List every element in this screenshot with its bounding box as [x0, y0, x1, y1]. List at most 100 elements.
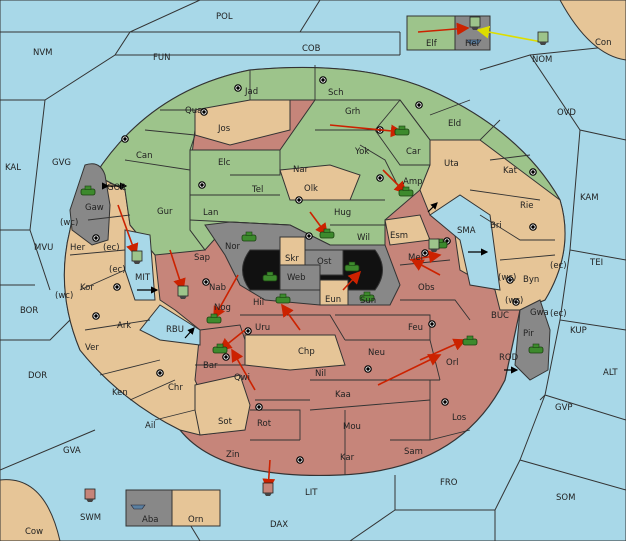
label-jos: Jos [217, 124, 231, 134]
label-kar: Kar [340, 453, 355, 463]
label-ark: Ark [117, 321, 131, 331]
label-pol: POL [216, 12, 233, 22]
army-unit-turret [279, 293, 287, 298]
label-cow: Cow [25, 527, 43, 537]
label-kor: Kor [80, 283, 94, 293]
label-som: SOM [556, 493, 575, 503]
label-wc1: (wc) [60, 218, 78, 228]
fleet-unit [177, 285, 189, 297]
army-unit [528, 346, 544, 354]
province-aba[interactable] [125, 489, 173, 527]
label-mit: MIT [135, 273, 151, 283]
label-lan: Lan [203, 208, 218, 218]
label-wc3: (wc) [498, 273, 516, 283]
label-skr: Skr [285, 254, 299, 264]
label-her: Her [70, 243, 86, 253]
province-chp[interactable] [244, 334, 346, 371]
label-nvm: NVM [33, 48, 53, 58]
label-ail: Ail [145, 421, 156, 431]
label-amp: Amp [403, 177, 423, 187]
label-wil: Wil [357, 233, 370, 243]
supply-center-dot [321, 78, 325, 82]
label-nab: Nab [209, 283, 226, 293]
supply-center-dot [298, 458, 302, 462]
supply-center-dot [297, 198, 301, 202]
label-kat: Kat [503, 166, 518, 176]
label-feu: Feu [408, 323, 423, 333]
label-neu: Neu [368, 348, 385, 358]
label-nog: Nog [214, 303, 231, 313]
province-gaw[interactable] [69, 163, 111, 246]
supply-center-dot [430, 322, 434, 326]
fleet-hull [133, 261, 141, 264]
label-sap: Sap [194, 253, 210, 263]
province-orn[interactable] [171, 489, 221, 527]
label-web: Web [287, 273, 306, 283]
army-unit [462, 338, 478, 346]
supply-center-dot [445, 239, 449, 243]
label-chp: Chp [298, 347, 315, 357]
army-unit [344, 264, 360, 272]
province-elf[interactable] [406, 15, 456, 51]
label-nil: Nil [315, 369, 326, 379]
supply-center-dot [257, 405, 261, 409]
label-sch: Sch [328, 88, 343, 98]
sea-labels: POL NVM FUN COB NOM Con OVD KAL GVG GOR … [5, 12, 618, 537]
label-pir: Pir [523, 329, 534, 339]
label-hil: Hil [253, 298, 264, 308]
label-kal: KAL [5, 163, 21, 173]
supply-center-dot [202, 110, 206, 114]
fleet-unit [130, 504, 146, 510]
label-ec1: (ec) [103, 243, 120, 253]
label-aba: Aba [142, 515, 158, 525]
army-unit-turret [84, 185, 92, 190]
label-ost: Ost [317, 257, 332, 267]
fleet-hull [471, 27, 479, 30]
label-rod: ROD [499, 353, 519, 363]
label-sun: Sun [360, 296, 376, 306]
label-car: Car [406, 147, 421, 157]
province-olk[interactable] [279, 164, 361, 201]
province-eun[interactable] [319, 279, 349, 306]
label-ovd: OVD [557, 108, 576, 118]
label-gvp: GVP [555, 403, 573, 413]
label-uru: Uru [255, 323, 270, 333]
army-unit [262, 274, 278, 282]
army-unit-turret [216, 343, 224, 348]
label-qwi: Qwi [234, 373, 250, 383]
fleet-unit [466, 39, 482, 45]
army-unit [319, 231, 335, 239]
label-con: Con [595, 38, 612, 48]
label-mou: Mou [343, 422, 361, 432]
label-fro: FRO [440, 478, 458, 488]
army-unit [80, 188, 96, 196]
label-wc4: (wc) [505, 296, 523, 306]
label-chr: Chr [168, 383, 183, 393]
label-tei: TEI [589, 258, 603, 268]
army-unit-turret [266, 271, 274, 276]
army-unit-turret [245, 231, 253, 236]
label-nar: Nar [293, 165, 309, 175]
label-ver: Ver [85, 343, 99, 353]
label-hug: Hug [334, 208, 351, 218]
province-web[interactable] [279, 264, 321, 291]
fleet-unit [428, 238, 440, 250]
fleet-unit [469, 16, 481, 28]
label-dax: DAX [270, 520, 288, 530]
label-gwa: Gwa [530, 308, 549, 318]
supply-center-dot [417, 103, 421, 107]
army-unit-turret [466, 335, 474, 340]
label-rot: Rot [257, 419, 272, 429]
army-unit [398, 189, 414, 197]
label-hel: Hel [465, 39, 479, 49]
label-kam: KAM [580, 193, 599, 203]
neutral-labels: Gaw Her (wc) (ec) (ec) Kor (wc) Ark Ver … [55, 201, 567, 525]
label-swm: SWM [80, 513, 101, 523]
army-unit-turret [532, 343, 540, 348]
inlet-sma [429, 194, 501, 291]
label-gvg: GVG [52, 158, 71, 168]
support-arrow [476, 25, 543, 43]
province-pir[interactable] [514, 299, 551, 381]
label-gaw: Gaw [85, 203, 104, 213]
army-unit-turret [323, 228, 331, 233]
